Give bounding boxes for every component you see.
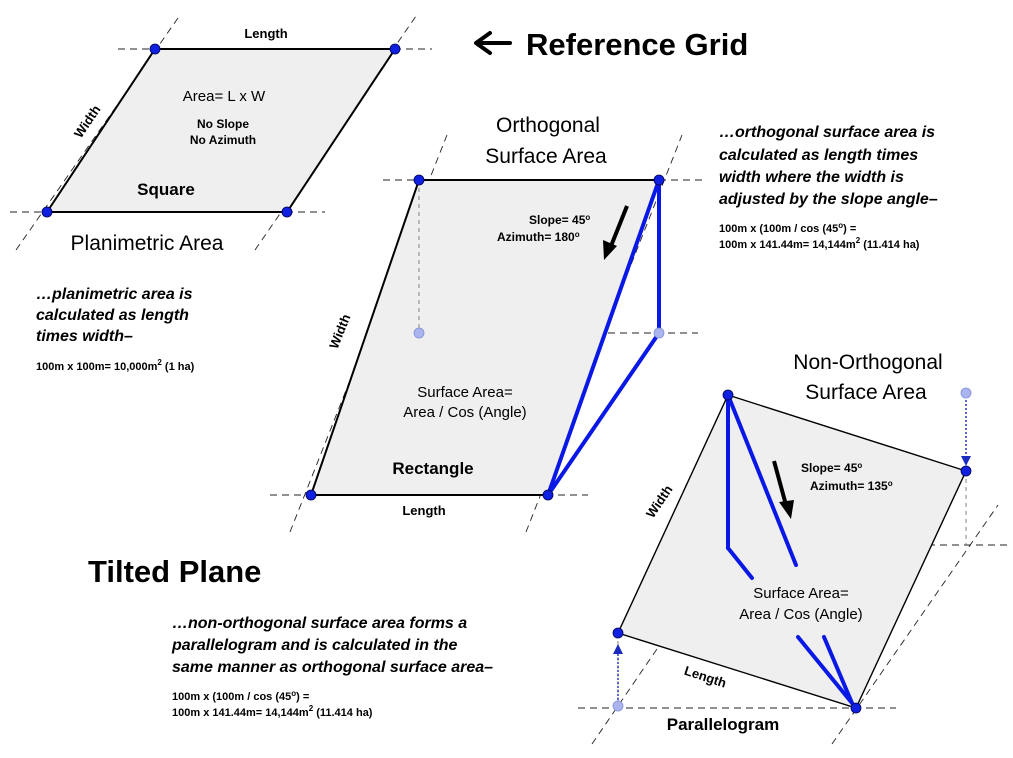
vertex-point — [542, 489, 554, 501]
description-line: …non-orthogonal surface area forms a — [172, 615, 467, 632]
vertex-point — [413, 174, 425, 186]
ghost-vertex-point — [653, 327, 665, 339]
vertex-point — [612, 627, 624, 639]
parallelogram-shape-label: Parallelogram — [667, 715, 779, 734]
slope-direction-arrow-icon — [603, 205, 629, 260]
page-title: Reference Grid — [526, 27, 748, 62]
square-formula: Area= L x W — [183, 88, 266, 105]
orthogonal-title-line: Orthogonal — [496, 114, 600, 137]
ghost-vertex-point — [960, 387, 972, 399]
parallelogram-width-label: Width — [643, 482, 676, 520]
vertex-point — [850, 702, 862, 714]
rectangle-formula-line: Area / Cos (Angle) — [403, 404, 526, 421]
description-line: width where the width is — [719, 169, 904, 186]
parallelogram-formula-line: Surface Area= — [753, 585, 849, 602]
vertex-point — [722, 389, 734, 401]
description-line: …planimetric area is — [36, 286, 193, 303]
vertex-point — [149, 43, 161, 55]
non-orthogonal-calculation-line: 100m x (100m / cos (45o) = — [172, 689, 309, 703]
non-orthogonal-calculation-line: 100m x 141.44m= 14,144m2 (11.414 ha) — [172, 704, 373, 719]
description-line: same manner as orthogonal surface area– — [172, 659, 493, 676]
description-line: calculated as length times — [719, 147, 918, 164]
vertex-point — [960, 465, 972, 477]
down-arrow-icon — [961, 400, 971, 466]
square-no-slope: No Slope — [197, 117, 249, 131]
vertex-point — [281, 206, 293, 218]
rectangle-plane — [309, 179, 661, 496]
rectangle-azimuth-label: Azimuth= 180o — [497, 230, 580, 244]
ghost-vertex-point — [612, 700, 624, 712]
square-diagram: Length Width Area= L x W No Slope No Azi… — [10, 15, 432, 255]
planimetric-area-label: Planimetric Area — [71, 232, 224, 255]
rectangle-shape-label: Rectangle — [392, 459, 473, 478]
vertex-point — [41, 206, 53, 218]
non-orthogonal-title-line: Non-Orthogonal — [793, 351, 942, 374]
slope-direction-arrow-icon — [772, 460, 794, 519]
rectangle-slope-label: Slope= 45o — [529, 213, 590, 227]
vertex-point — [389, 43, 401, 55]
up-arrow-icon — [613, 644, 623, 700]
planimetric-description: …planimetric area is calculated as lengt… — [36, 286, 195, 373]
section-title: Tilted Plane — [88, 554, 261, 589]
description-line: calculated as length — [36, 307, 189, 324]
square-length-label: Length — [244, 26, 287, 41]
rectangle-formula-line: Surface Area= — [417, 384, 513, 401]
description-line: parallelogram and is calculated in the — [171, 637, 458, 654]
rectangle-length-label: Length — [402, 503, 445, 518]
description-line: …orthogonal surface area is — [719, 124, 935, 141]
parallelogram-diagram: Non-Orthogonal Surface Area Slope= 45o A… — [578, 351, 1008, 745]
non-orthogonal-title-line: Surface Area — [805, 381, 927, 404]
parallelogram-formula-line: Area / Cos (Angle) — [739, 606, 862, 623]
orthogonal-title-line: Surface Area — [485, 145, 607, 168]
square-no-azimuth: No Azimuth — [190, 133, 256, 147]
non-orthogonal-description: …non-orthogonal surface area forms a par… — [171, 615, 493, 719]
reference-grid-header: Reference Grid — [474, 27, 748, 62]
orthogonal-calculation-line: 100m x 141.44m= 14,144m2 (11.414 ha) — [719, 236, 920, 251]
vertex-point — [653, 174, 665, 186]
parallelogram-slope-label: Slope= 45o — [801, 461, 862, 475]
rectangle-width-label: Width — [326, 312, 353, 351]
square-shape-label: Square — [137, 180, 195, 199]
rectangle-diagram: Orthogonal Surface Area Slope= 45o Azimu… — [270, 114, 705, 533]
ghost-vertex-point — [413, 327, 425, 339]
orthogonal-calculation-line: 100m x (100m / cos (45o) = — [719, 221, 856, 235]
parallelogram-azimuth-label: Azimuth= 135o — [810, 479, 893, 493]
description-line: times width– — [36, 328, 133, 345]
vertex-point — [305, 489, 317, 501]
parallelogram-length-label: Length — [682, 663, 728, 691]
left-arrow-icon — [474, 31, 512, 55]
planimetric-calculation: 100m x 100m= 10,000m2 (1 ha) — [36, 358, 195, 373]
description-line: adjusted by the slope angle– — [719, 191, 938, 208]
orthogonal-description: …orthogonal surface area is calculated a… — [719, 124, 938, 251]
